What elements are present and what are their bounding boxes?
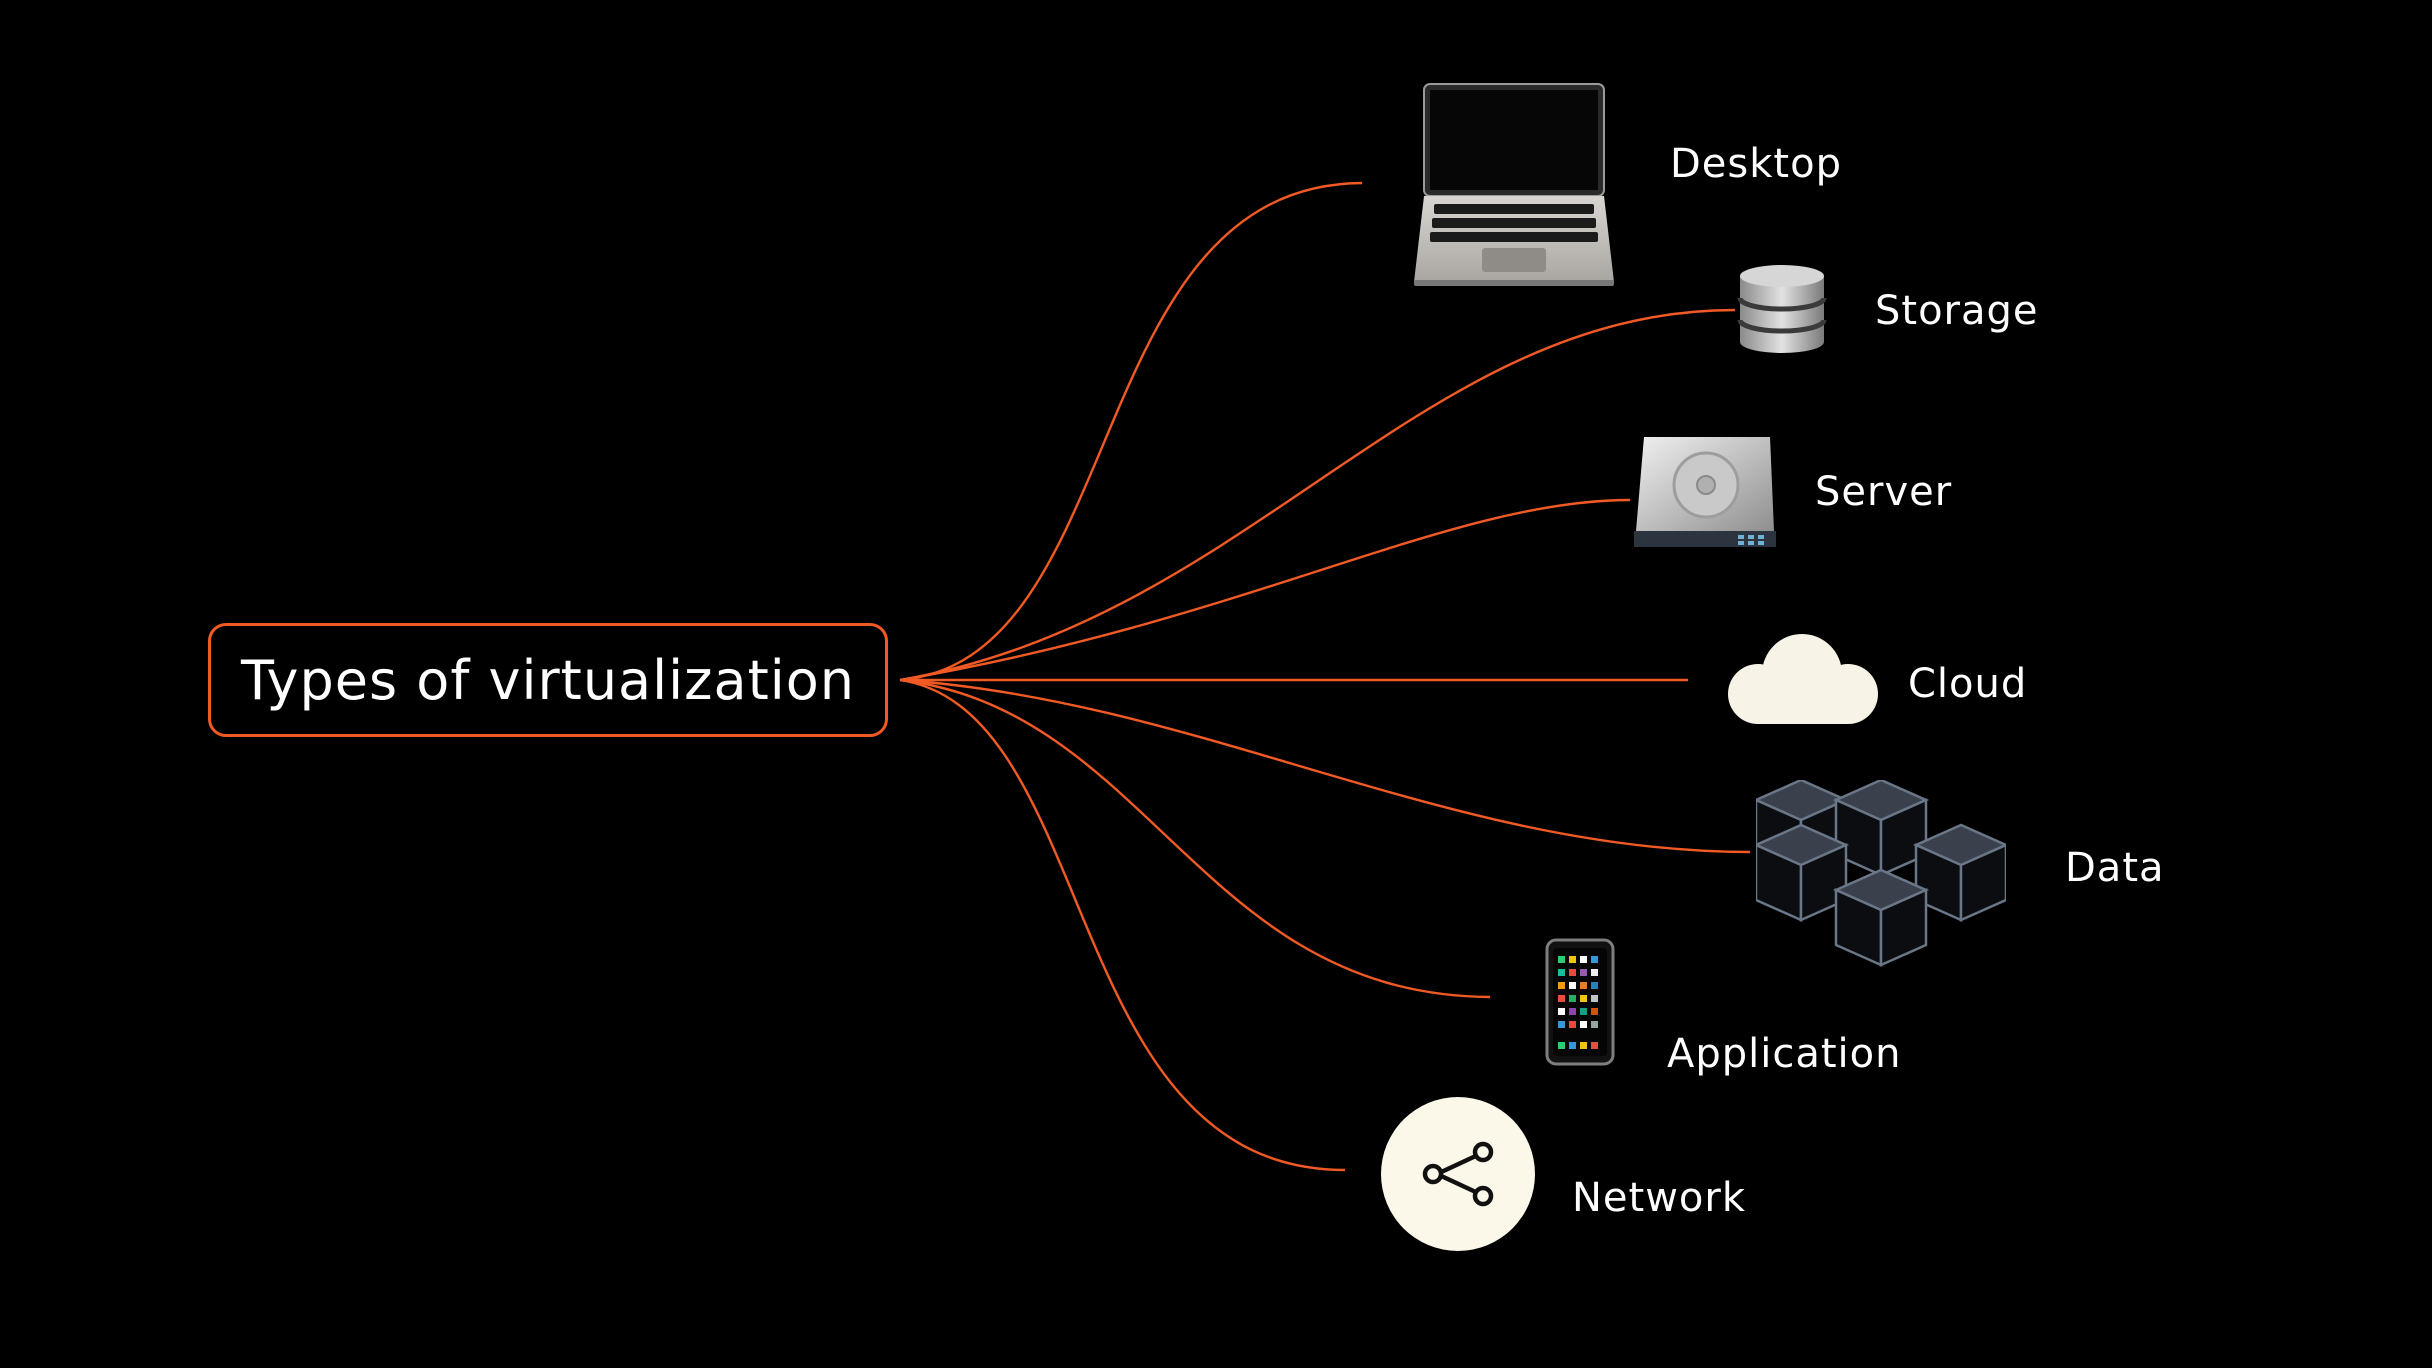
branch-label-network: Network [1572, 1175, 1747, 1221]
laptop-icon [1414, 83, 1614, 286]
connector-data [899, 678, 1751, 854]
database-icon [1737, 265, 1827, 353]
cloud-icon [1728, 634, 1878, 724]
connector-network [899, 678, 1346, 1172]
branch-label-desktop: Desktop [1670, 141, 1842, 187]
hard-drive-icon [1634, 437, 1776, 547]
share-icon [1381, 1097, 1535, 1251]
cubes-icon [1756, 780, 2006, 967]
branch-label-application: Application [1667, 1031, 1902, 1077]
connector-storage [899, 308, 1736, 682]
connector-application [899, 678, 1491, 999]
root-node: Types of virtualization [208, 623, 888, 737]
branch-label-server: Server [1815, 469, 1953, 515]
connector-desktop [899, 181, 1363, 682]
smartphone-icon [1545, 938, 1615, 1066]
branch-label-data: Data [2065, 845, 2165, 891]
root-label: Types of virtualization [240, 648, 856, 712]
branch-label-storage: Storage [1875, 288, 2039, 334]
branch-label-cloud: Cloud [1908, 661, 2028, 707]
connector-server [899, 498, 1631, 682]
